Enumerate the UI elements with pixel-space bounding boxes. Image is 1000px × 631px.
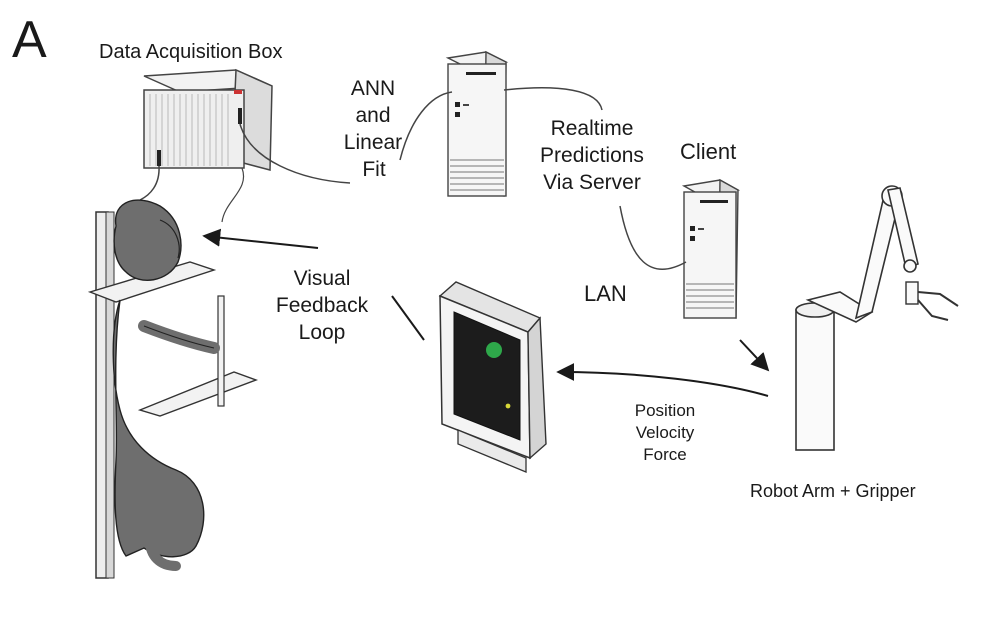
cursor-dot	[505, 403, 511, 409]
target-dot	[486, 342, 502, 358]
daq-cable-to-ann	[239, 123, 351, 184]
ann-to-server-cable	[399, 91, 453, 161]
daq-box-label: Data Acquisition Box	[99, 41, 283, 63]
feedback-line-from-monitor	[391, 295, 425, 341]
client-computer	[681, 178, 741, 319]
data-acquisition-box	[143, 68, 273, 171]
robot-arm	[795, 185, 959, 451]
monitor	[438, 281, 547, 473]
client-to-robot-arrow	[739, 339, 770, 372]
realtime-predictions-label: Realtime Predictions Via Server	[540, 117, 644, 194]
server-to-predictions-cable	[503, 87, 603, 111]
lan-cable	[619, 205, 687, 271]
panel-letter: A	[12, 11, 47, 69]
daq-cable-down	[221, 167, 245, 223]
monkey-subject	[87, 199, 259, 579]
robot-to-monitor-arrow	[556, 363, 769, 397]
server-computer	[445, 50, 509, 197]
visual-feedback-loop-label: Visual Feedback Loop	[275, 267, 369, 344]
ann-linear-fit-label: ANN and Linear Fit	[343, 77, 403, 181]
position-velocity-force-label: Position Velocity Force	[634, 401, 696, 464]
feedback-arrow-to-monkey	[202, 228, 319, 249]
client-label: Client	[680, 139, 737, 164]
robot-arm-label: Robot Arm + Gripper	[750, 481, 916, 501]
daq-cable-left	[139, 165, 160, 201]
lan-label: LAN	[584, 281, 627, 306]
